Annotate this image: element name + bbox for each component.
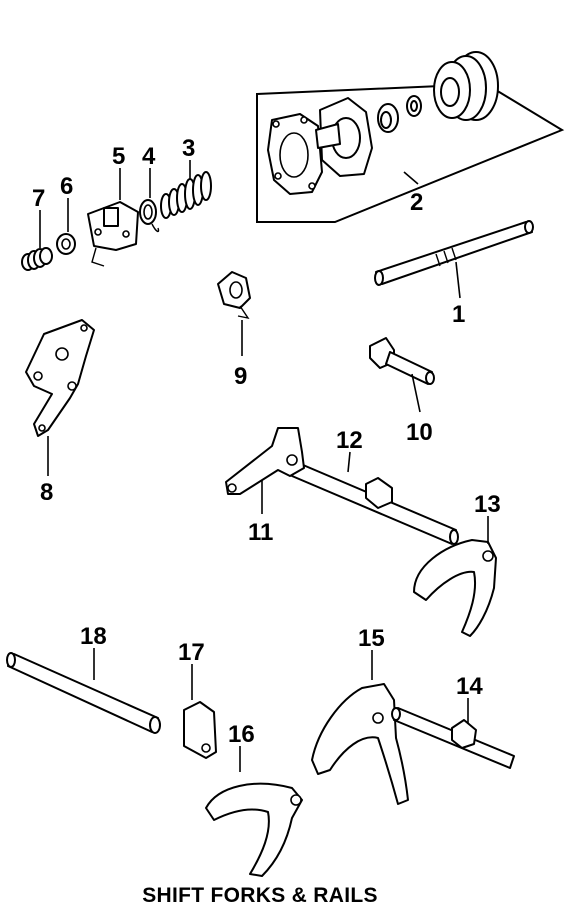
part-7-spring [21,247,53,271]
part-6-small-ring [56,233,76,255]
callout-15: 15 [358,625,385,652]
part-16-fork [205,782,303,877]
leader-lines [39,160,489,772]
part-10-plunger [369,337,435,385]
callout-12: 12 [336,427,363,454]
part-11-fork [225,427,305,495]
part-13-fork [413,539,497,637]
part-1-rail [374,220,534,286]
part-18-rail [6,652,161,734]
callout-7: 7 [32,185,45,212]
callout-numbers: 1 2 3 4 5 6 7 8 9 10 11 12 13 14 15 16 1… [32,135,501,748]
part-8-lever [25,319,95,437]
part-15-fork [311,683,409,805]
callout-13: 13 [474,491,501,518]
callout-17: 17 [178,639,205,666]
part-4-ring [139,199,160,233]
diagram-title: SHIFT FORKS & RAILS [142,884,378,907]
callout-16: 16 [228,721,255,748]
callout-18: 18 [80,623,107,650]
callout-9: 9 [234,363,247,390]
part-9-interlock [217,271,251,320]
callout-11: 11 [248,519,273,546]
callout-6: 6 [60,173,73,200]
callout-2: 2 [410,189,423,216]
part-14-rail [391,707,515,769]
part-2-housing-assembly [256,51,565,223]
callout-14: 14 [456,673,483,700]
part-17-bracket [183,701,217,759]
part-3-spring [160,171,212,219]
callout-10: 10 [406,419,433,446]
callout-4: 4 [142,143,156,170]
callout-5: 5 [112,143,125,170]
callout-3: 3 [182,135,195,162]
part-12-rail [291,461,459,545]
part-5-bracket [87,201,139,267]
callout-1: 1 [452,301,465,328]
callout-8: 8 [40,479,53,506]
